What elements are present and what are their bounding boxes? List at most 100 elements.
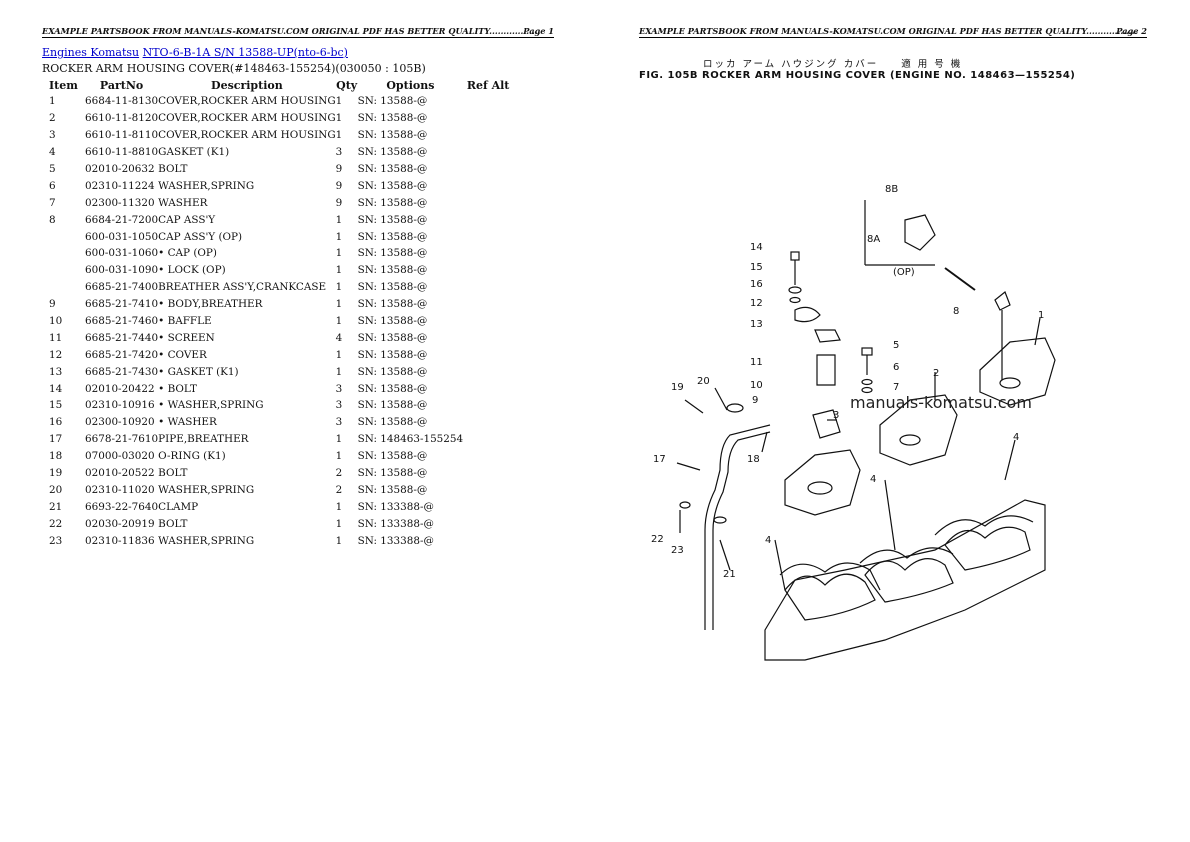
options-cell: SN: 13588-@ bbox=[357, 230, 428, 243]
item-cell: 21 bbox=[49, 500, 63, 513]
ref-alt-cell bbox=[463, 329, 513, 346]
item-cell: 15 bbox=[49, 399, 63, 412]
qty-cell: 1 bbox=[335, 450, 343, 463]
options-cell: SN: 13588-@ bbox=[357, 146, 428, 159]
options-cell: SN: 13588-@ bbox=[357, 213, 428, 226]
breather-body bbox=[812, 409, 841, 439]
partno-cell: 02010-20422 bbox=[85, 382, 155, 395]
description-cell: • WASHER,SPRING bbox=[158, 399, 264, 412]
qty-cell: 1 bbox=[335, 129, 343, 142]
callout-3: 3 bbox=[833, 410, 839, 421]
rocker-cover-1 bbox=[979, 337, 1056, 406]
partno-cell: 6685-21-7420 bbox=[85, 348, 159, 361]
watermark: manuals-komatsu.com bbox=[850, 393, 1032, 412]
ref-alt-cell bbox=[463, 194, 513, 211]
callout-5: 5 bbox=[893, 340, 899, 351]
breadcrumb: Engines Komatsu NTO-6-B-1A S/N 13588-UP(… bbox=[42, 46, 348, 59]
item-cell: 1 bbox=[49, 95, 56, 108]
item-cell: 20 bbox=[49, 483, 63, 496]
partno-cell: 6610-11-8120 bbox=[85, 112, 159, 125]
callout-4b: 4 bbox=[870, 474, 876, 485]
figure-title: FIG. 105B ROCKER ARM HOUSING COVER (ENGI… bbox=[639, 70, 1076, 81]
ref-alt-cell bbox=[463, 498, 513, 515]
partno-cell: 600-031-1060 bbox=[85, 247, 159, 260]
item-cell: 5 bbox=[49, 163, 56, 175]
ref-alt-cell bbox=[463, 414, 513, 431]
partno-cell: 02310-11836 bbox=[85, 534, 155, 547]
qty-cell: 9 bbox=[335, 179, 343, 192]
figure-japanese-title: ロッカ アーム ハウジング カバー 適 用 号 機 bbox=[703, 59, 963, 70]
callout-18: 18 bbox=[747, 454, 760, 465]
item-cell bbox=[42, 279, 85, 296]
partno-cell: 6685-21-7410 bbox=[85, 298, 159, 311]
ref-alt-cell bbox=[463, 262, 513, 279]
item-cell: 7 bbox=[49, 196, 56, 209]
item-cell: 3 bbox=[49, 129, 56, 142]
col-options: Options bbox=[386, 78, 435, 92]
options-cell: SN: 13588-@ bbox=[357, 365, 428, 378]
page-header: EXAMPLE PARTSBOOK FROM MANUALS-KOMATSU.C… bbox=[42, 26, 554, 38]
qty-cell: 3 bbox=[335, 416, 343, 429]
item-cell: 19 bbox=[49, 467, 63, 480]
qty-cell: 1 bbox=[335, 264, 343, 277]
partno-cell: 02310-10916 bbox=[85, 399, 155, 412]
callout-17: 17 bbox=[653, 454, 666, 465]
exploded-parts-diagram: 8B 8A (OP) 14 15 16 12 13 11 10 9 5 6 7 … bbox=[651, 184, 1056, 661]
options-cell: SN: 13588-@ bbox=[357, 399, 428, 412]
partno-cell: 6610-11-8810 bbox=[85, 146, 159, 159]
qty-cell: 1 bbox=[335, 534, 343, 547]
qty-cell: 2 bbox=[335, 483, 343, 496]
ref-alt-cell bbox=[463, 532, 513, 549]
callout-7: 7 bbox=[893, 382, 899, 393]
model-link[interactable]: NTO-6-B-1A S/N 13588-UP(nto-6-bc) bbox=[142, 46, 348, 59]
partno-cell: 02010-20522 bbox=[85, 467, 155, 480]
item-cell: 13 bbox=[49, 365, 63, 378]
options-cell: SN: 13588-@ bbox=[357, 112, 428, 125]
qty-cell: 1 bbox=[335, 517, 343, 530]
partno-cell: 6678-21-7610 bbox=[85, 433, 159, 446]
partno-cell: 6684-11-8130 bbox=[85, 95, 159, 108]
ref-alt-cell bbox=[463, 481, 513, 498]
partno-cell: 02300-10920 bbox=[85, 416, 155, 429]
options-cell: SN: 13588-@ bbox=[357, 163, 428, 175]
item-cell bbox=[42, 262, 85, 279]
callout-19: 19 bbox=[671, 382, 684, 393]
description-cell: • COVER bbox=[158, 348, 207, 361]
item-cell: 4 bbox=[49, 146, 56, 159]
item-cell: 12 bbox=[49, 348, 63, 361]
description-cell: COVER,ROCKER ARM HOUSING bbox=[158, 95, 336, 108]
qty-cell: 1 bbox=[335, 315, 343, 328]
ref-alt-cell bbox=[463, 211, 513, 228]
item-cell: 22 bbox=[49, 517, 63, 530]
description-cell: • BOLT bbox=[158, 382, 197, 395]
options-cell: SN: 13588-@ bbox=[357, 467, 428, 480]
partno-cell: 6685-21-7460 bbox=[85, 315, 159, 328]
options-cell: SN: 133388-@ bbox=[357, 534, 434, 547]
options-cell: SN: 13588-@ bbox=[357, 129, 428, 142]
description-cell: CLAMP bbox=[158, 500, 199, 513]
item-cell: 18 bbox=[49, 450, 63, 463]
qty-cell: 3 bbox=[335, 146, 343, 159]
breather-pipe bbox=[704, 424, 771, 630]
page-1: EXAMPLE PARTSBOOK FROM MANUALS-KOMATSU.C… bbox=[42, 26, 554, 549]
description-cell: CAP ASS'Y (OP) bbox=[158, 230, 243, 243]
page-2: EXAMPLE PARTSBOOK FROM MANUALS-KOMATSU.C… bbox=[595, 0, 1190, 842]
callout-22: 22 bbox=[651, 534, 664, 545]
qty-cell: 1 bbox=[335, 112, 343, 125]
ref-alt-cell bbox=[463, 431, 513, 448]
item-cell: 9 bbox=[49, 298, 56, 311]
engines-komatsu-link[interactable]: Engines Komatsu bbox=[42, 46, 140, 59]
item-cell: 2 bbox=[49, 112, 56, 125]
